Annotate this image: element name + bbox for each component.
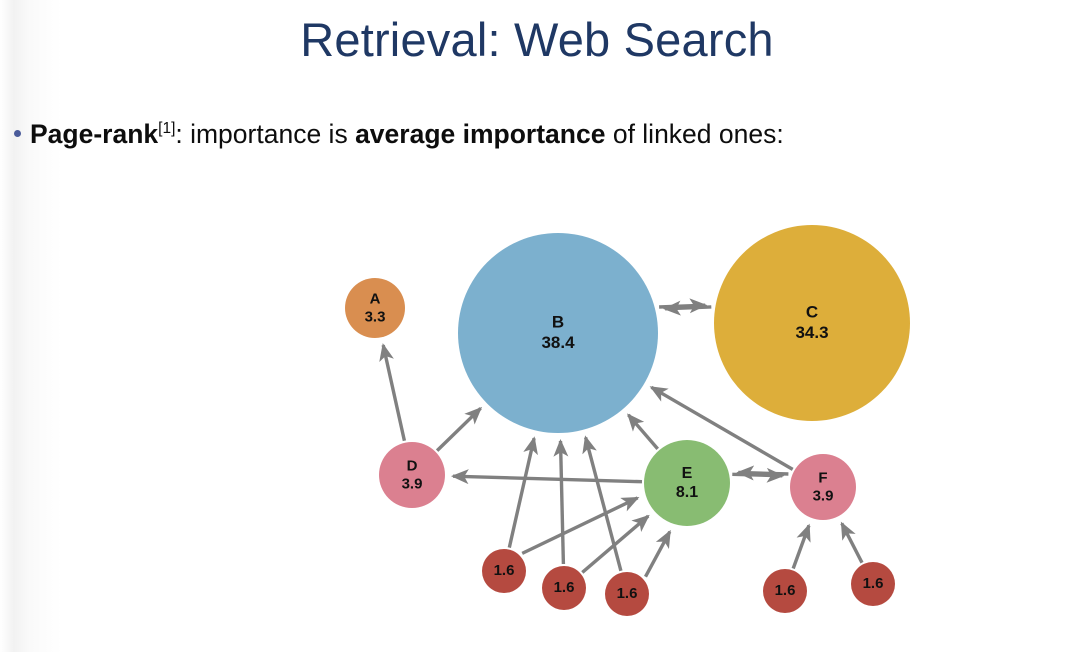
graph-node-l2[interactable]: 1.6	[542, 566, 586, 610]
graph-edge	[627, 413, 659, 451]
graph-node-f[interactable]: F3.9	[790, 454, 856, 520]
node-circle[interactable]	[644, 440, 730, 526]
node-value-label: 34.3	[795, 323, 828, 342]
graph-node-l5[interactable]: 1.6	[851, 562, 895, 606]
node-circle[interactable]	[345, 278, 405, 338]
node-value-label: 1.6	[617, 585, 638, 602]
node-value-label: 3.3	[365, 308, 386, 325]
graph-edge	[840, 521, 864, 564]
node-circle[interactable]	[790, 454, 856, 520]
node-id-label: E	[682, 465, 693, 482]
bullet-line: Page-rank[1]: importance is average impo…	[14, 118, 784, 150]
graph-node-e[interactable]: E 8.1	[644, 440, 730, 526]
bullet-marker-icon	[14, 130, 21, 137]
node-value-label: 38.4	[541, 333, 575, 352]
bullet-emphasis: average importance	[355, 119, 606, 149]
graph-edge	[507, 436, 538, 548]
graph-node-c[interactable]: C34.3	[714, 225, 910, 421]
bullet-text: Page-rank[1]: importance is average impo…	[30, 118, 784, 150]
node-circle[interactable]	[763, 569, 807, 613]
graph-edge	[736, 465, 789, 481]
node-value-label: 1.6	[494, 562, 515, 579]
graph-node-l4[interactable]: 1.6	[763, 569, 807, 613]
node-value-label: 1.6	[775, 582, 796, 599]
node-id-label: B	[552, 313, 564, 332]
graph-edge	[649, 385, 794, 471]
graph-node-l1[interactable]: 1.6	[482, 549, 526, 593]
graph-node-a[interactable]: A3.3	[345, 278, 405, 338]
graph-edge	[435, 406, 483, 452]
bullet-superscript: [1]	[158, 120, 176, 138]
graph-node-d[interactable]: D3.9	[379, 442, 445, 508]
node-id-label: C	[806, 303, 818, 322]
graph-edge	[644, 529, 672, 578]
node-circle[interactable]	[714, 225, 910, 421]
node-circle[interactable]	[542, 566, 586, 610]
node-circle[interactable]	[458, 233, 658, 433]
page-title: Retrieval: Web Search	[300, 13, 774, 66]
node-value-label: 3.9	[813, 487, 834, 504]
node-circle[interactable]	[482, 549, 526, 593]
graph-edge	[582, 435, 623, 572]
graph-edge	[663, 300, 712, 316]
node-id-label: F	[818, 469, 827, 486]
node-circle[interactable]	[379, 442, 445, 508]
node-id-label: A	[370, 290, 381, 307]
node-value-label: 3.9	[402, 475, 423, 492]
node-id-label: D	[407, 457, 418, 474]
node-circle[interactable]	[605, 572, 649, 616]
bullet-text-after: of linked ones:	[605, 119, 784, 149]
node-circle[interactable]	[851, 562, 895, 606]
graph-edge	[791, 523, 811, 570]
graph-edge	[379, 343, 407, 442]
graph-node-l3[interactable]: 1.6	[605, 572, 649, 616]
bullet-term: Page-rank	[30, 119, 159, 149]
graph-edge	[450, 469, 643, 485]
graph-edge	[521, 496, 640, 555]
graph-node-b[interactable]: B38.4	[458, 233, 658, 433]
graph-edge	[553, 438, 569, 565]
graph-edge-layer	[379, 298, 864, 578]
node-value-label: 1.6	[863, 575, 884, 592]
node-value-label: 8.1	[676, 484, 698, 501]
node-value-label: 1.6	[554, 579, 575, 596]
bullet-text-before: : importance is	[175, 119, 356, 149]
